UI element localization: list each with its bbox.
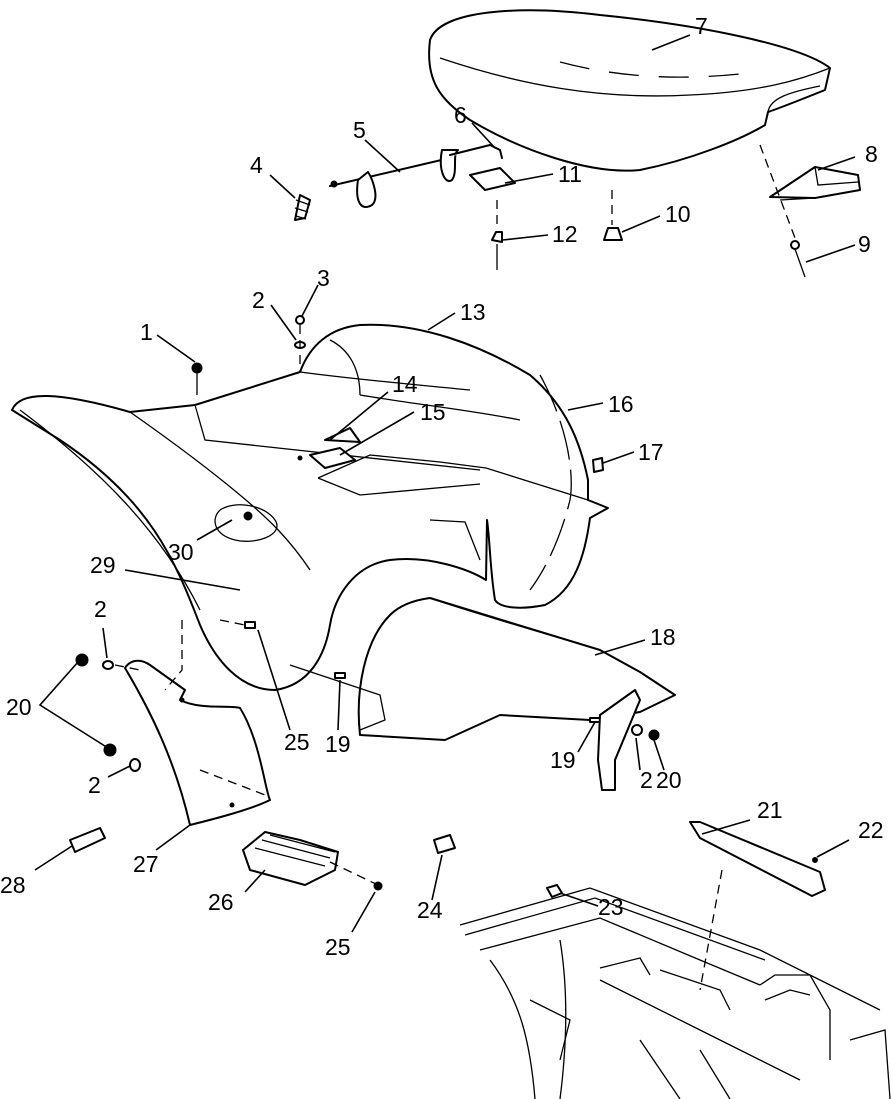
mud-flap: [124, 620, 271, 826]
callout-20b: 20: [656, 767, 682, 793]
seat-pad-hardware: [469, 167, 516, 270]
callout-20: 20: [6, 694, 32, 720]
callout-22: 22: [858, 817, 884, 843]
frame-bracket: [433, 821, 826, 991]
footrest: [242, 831, 339, 886]
callout-1: 1: [140, 319, 153, 345]
seat-hardware: [603, 144, 806, 278]
callout-18: 18: [650, 624, 676, 650]
callout-11: 11: [558, 161, 582, 187]
callout-30: 30: [168, 539, 194, 565]
callout-7: 7: [695, 13, 708, 39]
callout-27: 27: [133, 851, 159, 877]
seat: [428, 9, 831, 172]
frame: [459, 884, 891, 1099]
callout-2: 2: [252, 287, 265, 313]
callout-9: 9: [858, 231, 871, 257]
bolts: [219, 619, 383, 891]
callout-6: 6: [454, 102, 467, 128]
fender-extension: [289, 597, 676, 741]
callout-24: 24: [417, 897, 443, 923]
callout-2c: 2: [88, 772, 101, 798]
callout-17: 17: [638, 439, 664, 465]
leader-lines: [34, 34, 856, 933]
callout-21: 21: [757, 797, 783, 823]
callout-29: 29: [90, 552, 116, 578]
callout-3: 3: [317, 265, 330, 291]
callout-19b: 19: [550, 747, 576, 773]
callout-2b: 2: [94, 596, 107, 622]
callout-8: 8: [865, 141, 878, 167]
callout-25b: 25: [325, 934, 351, 960]
callout-28: 28: [0, 872, 26, 898]
callout-4: 4: [250, 152, 263, 178]
callout-labels: 1 2 3 4 5 6 7 8 9 10 11 12 13 14 15 16 1…: [0, 13, 884, 960]
callout-12: 12: [552, 221, 578, 247]
callout-23: 23: [598, 894, 624, 920]
callout-16: 16: [608, 391, 634, 417]
seat-latch-assembly: [294, 144, 503, 221]
callout-10: 10: [665, 201, 691, 227]
callout-2d: 2: [640, 767, 653, 793]
callout-15: 15: [420, 399, 446, 425]
fender-clip: [592, 457, 604, 473]
callout-19: 19: [325, 731, 351, 757]
plate: [69, 827, 106, 853]
callout-5: 5: [353, 117, 366, 143]
callout-26: 26: [208, 889, 234, 915]
seat-bracket: [769, 166, 861, 201]
callout-13: 13: [460, 299, 486, 325]
callout-14: 14: [392, 371, 418, 397]
callout-25a: 25: [284, 729, 310, 755]
